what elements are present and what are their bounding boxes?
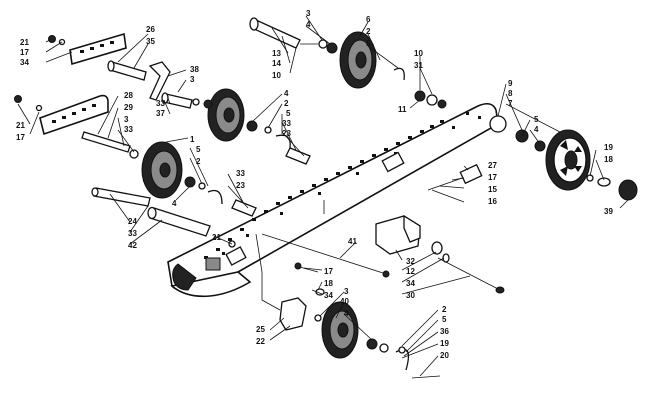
part-label: 27 [488, 161, 497, 170]
part-label: 38 [190, 65, 199, 74]
upper-bracket [48, 32, 127, 66]
wheel-top [300, 31, 405, 89]
part-label: 25 [256, 325, 265, 334]
part-label: 11 [398, 105, 407, 114]
part-label: 33 [236, 169, 245, 178]
part-label: 20 [440, 351, 449, 360]
part-label: 17 [324, 267, 333, 276]
part-label: 34 [324, 291, 333, 300]
part-label: 18 [604, 155, 613, 164]
middle-bracket [14, 94, 109, 136]
part-label: 22 [256, 337, 265, 346]
part-label: 19 [604, 143, 613, 152]
main-rail [167, 102, 499, 298]
part-label: 21 [212, 233, 221, 242]
part-label: 10 [414, 49, 423, 58]
part-label: 39 [604, 207, 613, 216]
part-label: 26 [146, 25, 155, 34]
part-label: 33 [128, 229, 137, 238]
part-label: 16 [488, 197, 497, 206]
part-label: 2 [442, 305, 447, 314]
part-label: 17 [20, 48, 29, 57]
part-label: 28 [124, 91, 133, 100]
part-label: 13 [272, 49, 281, 58]
part-label: 17 [16, 133, 25, 142]
part-label: 2 [366, 27, 371, 36]
leader-lines [17, 15, 629, 377]
shafts [81, 17, 505, 331]
part-label: 8 [508, 89, 513, 98]
part-label: 32 [406, 257, 415, 266]
part-label: 4 [306, 20, 311, 29]
part-label: 12 [406, 267, 415, 276]
part-label: 9 [508, 79, 513, 88]
wheel-upper-mid [192, 88, 291, 149]
wheel-left [129, 141, 223, 205]
part-label: 5 [534, 115, 539, 124]
part-label: 3 [306, 9, 311, 18]
bearing-group [414, 90, 447, 109]
part-label: 34 [406, 279, 415, 288]
part-label: 33 [282, 119, 291, 128]
part-label: 4 [284, 89, 289, 98]
part-label: 29 [124, 103, 133, 112]
part-label: 10 [272, 71, 281, 80]
part-label: 23 [236, 181, 245, 190]
part-label: 23 [282, 129, 291, 138]
part-label: 21 [20, 38, 29, 47]
part-label: 7 [508, 99, 513, 108]
part-label: 31 [414, 61, 423, 70]
part-label: 33 [156, 99, 165, 108]
part-label: 19 [440, 339, 449, 348]
part-label: 4 [172, 199, 177, 208]
part-label: 5 [286, 109, 291, 118]
part-label: 35 [146, 37, 155, 46]
part-label: 42 [128, 241, 137, 250]
part-label: 21 [16, 121, 25, 130]
part-label: 3 [344, 287, 349, 296]
part-label: 33 [124, 125, 133, 134]
part-label: 1 [190, 135, 195, 144]
part-label: 40 [340, 297, 349, 306]
part-label: 5 [196, 145, 201, 154]
part-label: 34 [20, 58, 29, 67]
part-labels: 21 17 34 26 35 38 3 33 37 13 14 10 3 4 6… [16, 9, 613, 360]
part-label: 2 [284, 99, 289, 108]
part-label: 24 [128, 217, 137, 226]
part-label: 5 [366, 39, 371, 48]
part-label: 30 [406, 291, 415, 300]
part-label: 15 [488, 185, 497, 194]
part-label: 18 [324, 279, 333, 288]
wheel-bottom [314, 301, 441, 379]
part-label: 4 [534, 125, 539, 134]
part-label: 17 [488, 173, 497, 182]
part-label: 5 [442, 315, 447, 324]
part-label: 14 [272, 59, 281, 68]
part-label: 36 [440, 327, 449, 336]
part-label: 37 [156, 109, 165, 118]
part-label: 4 [344, 309, 349, 318]
part-label: 3 [124, 115, 129, 124]
part-label: 3 [190, 75, 195, 84]
part-label: 6 [366, 15, 371, 24]
part-label: 2 [196, 157, 201, 166]
wheel-right [489, 115, 638, 201]
part-label: 41 [348, 237, 357, 246]
